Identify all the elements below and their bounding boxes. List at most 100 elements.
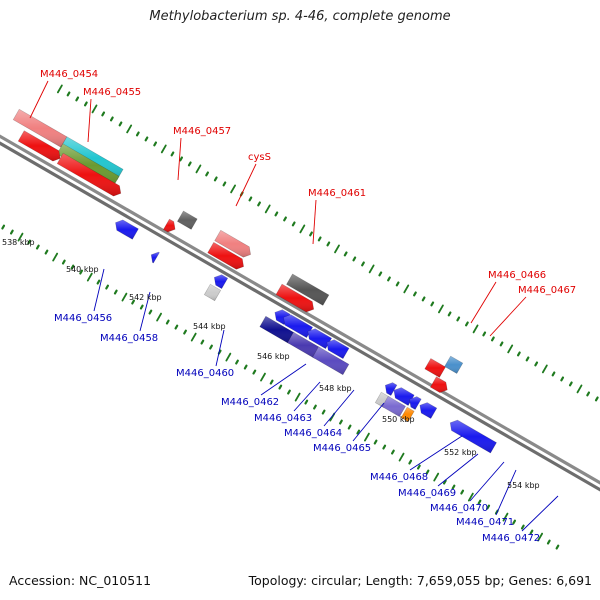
tick-mark [529,529,534,535]
gene-label-reverse: M446_0465 [313,443,371,454]
gene-label-reverse: M446_0469 [398,488,456,499]
leader-line [235,163,257,207]
gene-label-forward: M446_0466 [488,270,546,281]
leader-line [312,199,317,245]
tick-mark [334,244,340,254]
tick-mark [101,111,106,117]
gene-label-forward: M446_0454 [40,69,98,80]
leader-line [215,329,225,367]
kbp-label: 542 kbp [129,293,162,302]
leader-line [260,363,307,396]
tick-mark [403,284,410,294]
tick-mark [160,144,167,154]
tick-mark [433,472,440,482]
tick-mark [294,392,301,402]
leader-line [293,381,321,412]
tick-mark [264,204,271,214]
gene-gloss [430,376,448,393]
gene-gloss [56,143,120,187]
tick-mark [368,264,375,274]
tick-mark [555,544,560,550]
tick-mark [109,116,114,122]
kbp-label: 550 kbp [382,415,415,424]
tick-mark [291,221,296,227]
leader-line [139,291,151,332]
backbone-line [0,141,600,492]
tick-mark [456,316,461,322]
kbp-label: 554 kbp [507,481,540,490]
tick-mark [79,269,84,275]
tick-mark [507,344,514,354]
gene-gloss [419,402,437,419]
tick-mark [416,464,421,470]
accession-text: Accession: NC_010511 [9,573,152,588]
tick-mark [113,289,118,295]
gene-gloss [57,153,121,197]
tick-mark [326,241,331,247]
tick-mark [442,479,447,485]
kbp-label: 548 kbp [319,384,352,393]
tick-mark [467,492,474,502]
tick-mark [586,391,591,397]
tick-mark [75,96,80,102]
tick-mark [260,372,266,382]
tick-mark [121,292,128,302]
tick-mark [382,444,387,450]
gene-gloss [286,274,329,306]
tick-mark [118,121,123,127]
tick-mark [482,331,487,337]
tick-mark [287,389,291,395]
gene-gloss [151,252,160,263]
tick-mark [321,409,326,415]
tick-mark [525,356,530,362]
kbp-label: 546 kbp [257,352,290,361]
gene-gloss [259,316,295,344]
tick-mark [200,339,205,345]
tick-mark [248,196,253,202]
tick-mark [135,131,140,137]
tick-mark [568,381,573,387]
tick-mark [252,369,257,375]
gene-gloss [283,314,313,338]
tick-mark [477,499,482,505]
tick-mark [534,361,539,367]
tick-mark [472,324,479,334]
gene-gloss [450,420,497,453]
gene-gloss [204,284,221,301]
tick-mark [27,239,32,245]
tick-mark [230,184,236,194]
gene-label-reverse: M446_0468 [370,472,428,483]
tick-mark [499,341,504,347]
gene-label-forward: M446_0457 [173,126,231,137]
tick-mark [56,84,63,94]
tick-mark [66,91,71,97]
tick-mark [269,379,274,385]
gene-gloss [177,211,198,230]
map-title: Methylobacterium sp. 4-46, complete geno… [149,9,451,24]
tick-mark [91,104,98,114]
leader-line [323,389,355,427]
tick-mark [425,469,430,475]
tick-mark [576,384,583,394]
tick-mark [516,351,521,357]
leader-line [352,402,385,442]
gene-gloss [214,230,251,258]
tick-mark [96,279,101,285]
leader-line [437,453,479,487]
gene-label-forward: M446_0455 [83,87,141,98]
leader-line [470,281,497,324]
kbp-label: 540 kbp [66,265,99,274]
tick-mark [465,321,469,327]
tick-mark [537,532,544,542]
leader-line [489,296,527,337]
gene-features [12,108,497,454]
tick-mark [430,301,435,307]
tick-mark [387,276,391,282]
genome-backbone [0,134,600,492]
tick-mark [560,376,565,382]
tick-mark [309,231,313,237]
tick-mark [86,272,93,282]
tick-mark [179,156,184,162]
leader-line [495,469,517,516]
